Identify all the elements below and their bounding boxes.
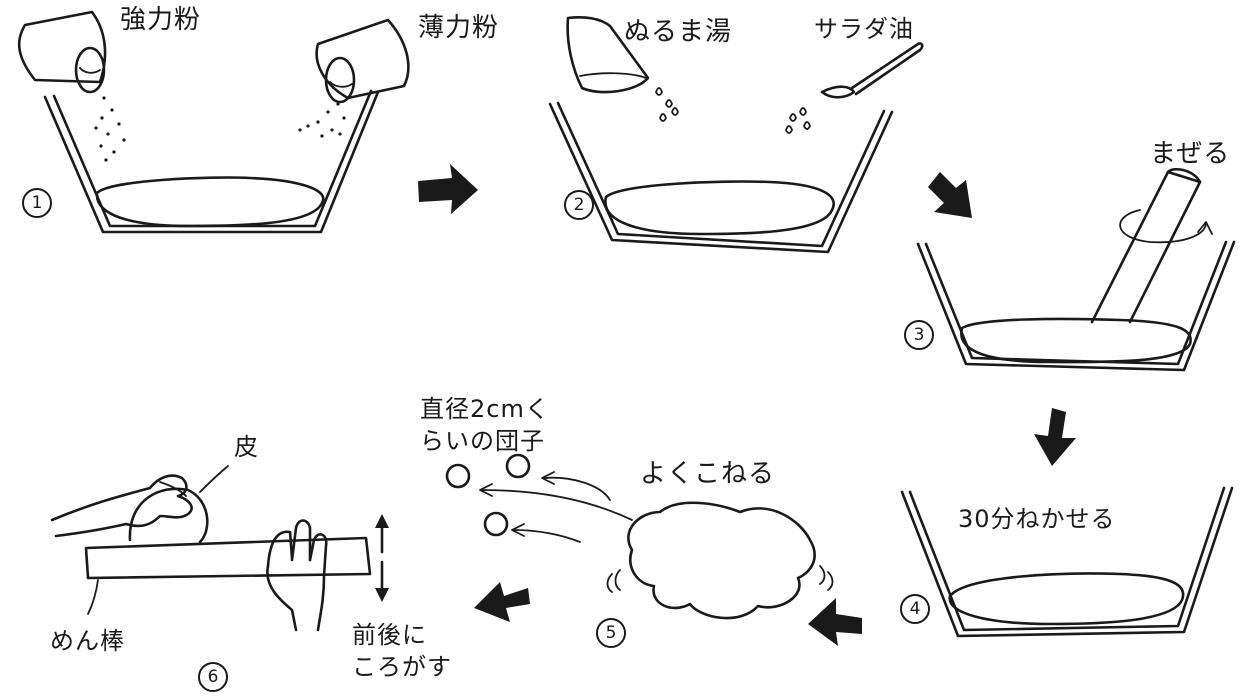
arrow-icon xyxy=(928,172,972,218)
flour-bag-left-icon xyxy=(17,10,107,94)
weak-flour-label: 薄力粉 xyxy=(418,13,500,43)
warm-water-label: ぬるま湯 xyxy=(624,17,733,47)
step-number-6: 6 xyxy=(198,662,228,692)
salad-oil-label: サラダ油 xyxy=(814,15,914,43)
arrow-icon xyxy=(1034,408,1076,466)
step-number-4: 4 xyxy=(900,594,930,624)
dough-icon xyxy=(627,501,816,620)
knead-label: よくこねる xyxy=(640,459,776,489)
arrow-icon xyxy=(808,598,862,646)
flour-stream-right-icon xyxy=(298,102,346,138)
spatula-icon xyxy=(1090,168,1202,324)
rest-label: 30分ねかせる xyxy=(958,505,1116,533)
bowl-step1-icon xyxy=(43,89,380,234)
bowl-step2-icon xyxy=(548,101,894,254)
mix-label: まぜる xyxy=(1150,139,1231,169)
step-number-2: 2 xyxy=(564,190,594,220)
skin-label: 皮 xyxy=(234,433,259,461)
arrow-icon xyxy=(474,582,530,622)
strong-flour-label: 強力粉 xyxy=(120,5,202,35)
ball-size-label-line1: 直径2cmく xyxy=(420,395,550,423)
back-forth-arrow-icon xyxy=(375,514,389,602)
flour-bag-right-icon xyxy=(315,18,410,104)
leader-lines-icon xyxy=(87,465,229,615)
roll-instruction-line1: 前後に xyxy=(352,621,427,649)
water-drops-icon xyxy=(655,87,679,122)
dough-balls-icon xyxy=(445,453,531,537)
ball-size-label-line2: らいの団子 xyxy=(420,427,545,455)
step-number-5: 5 xyxy=(596,618,626,648)
arrow-icon xyxy=(418,164,478,214)
rolling-pin-label: めん棒 xyxy=(50,627,125,655)
step-number-1: 1 xyxy=(22,188,52,218)
step-number-3: 3 xyxy=(904,320,934,350)
flour-stream-left-icon xyxy=(94,96,126,162)
oil-drops-icon xyxy=(785,107,811,134)
portion-arrows-icon xyxy=(479,471,633,543)
wobble-marks-icon xyxy=(606,565,834,593)
bowl-step3-icon xyxy=(916,240,1236,372)
dough-skin-icon xyxy=(128,487,209,544)
bowl-step4-icon xyxy=(900,486,1234,638)
spoon-icon xyxy=(820,42,924,99)
measuring-cup-icon xyxy=(566,15,650,94)
hand-right-icon xyxy=(266,519,328,632)
stir-motion-icon xyxy=(1119,209,1213,244)
hand-left-icon xyxy=(50,474,193,538)
roll-instruction-line2: ころがす xyxy=(352,653,452,681)
